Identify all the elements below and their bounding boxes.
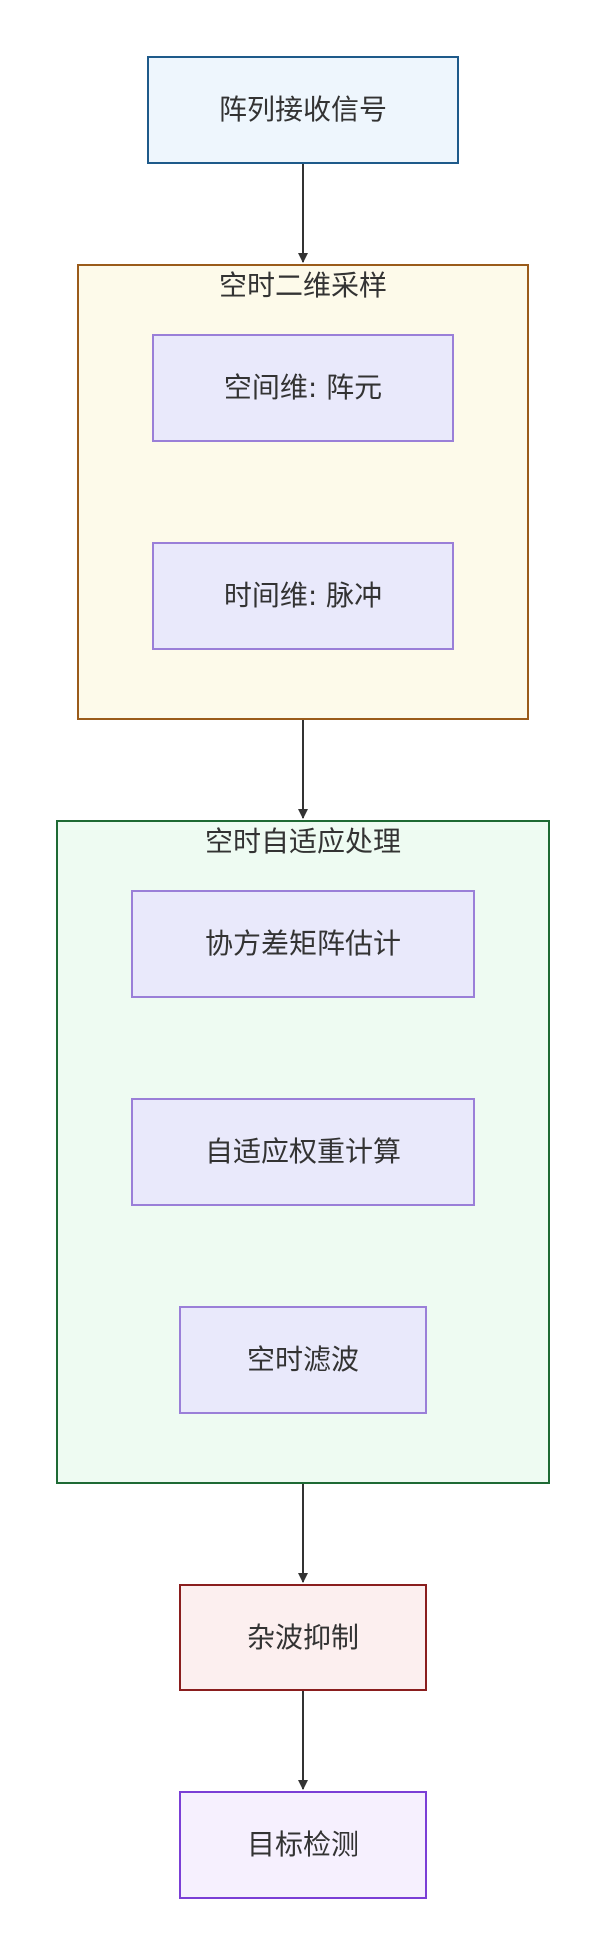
node-spatial-dimension-label: 空间维: 阵元 xyxy=(223,371,383,404)
node-covariance-estimation-label: 协方差矩阵估计 xyxy=(204,927,401,960)
node-target-detection: 目标检测 xyxy=(179,1791,427,1899)
node-temporal-dimension-label: 时间维: 脉冲 xyxy=(223,579,383,612)
node-array-received-signal-label: 阵列接收信号 xyxy=(218,93,387,126)
node-adaptive-weight-calculation-label: 自适应权重计算 xyxy=(204,1135,401,1168)
node-array-received-signal: 阵列接收信号 xyxy=(147,56,459,164)
node-covariance-estimation: 协方差矩阵估计 xyxy=(131,890,475,998)
node-clutter-suppression-label: 杂波抑制 xyxy=(246,1620,359,1654)
node-temporal-dimension: 时间维: 脉冲 xyxy=(152,542,454,650)
node-space-time-filtering: 空时滤波 xyxy=(179,1306,427,1414)
group-space-time-adaptive-processing-title: 空时自适应处理 xyxy=(204,825,401,858)
node-target-detection-label: 目标检测 xyxy=(246,1828,359,1861)
group-space-time-sampling: 空时二维采样 xyxy=(77,264,529,720)
node-adaptive-weight-calculation: 自适应权重计算 xyxy=(131,1098,475,1206)
group-space-time-sampling-title: 空时二维采样 xyxy=(218,269,387,302)
node-space-time-filtering-label: 空时滤波 xyxy=(246,1343,359,1376)
node-spatial-dimension: 空间维: 阵元 xyxy=(152,334,454,442)
node-clutter-suppression: 杂波抑制 xyxy=(179,1584,427,1691)
